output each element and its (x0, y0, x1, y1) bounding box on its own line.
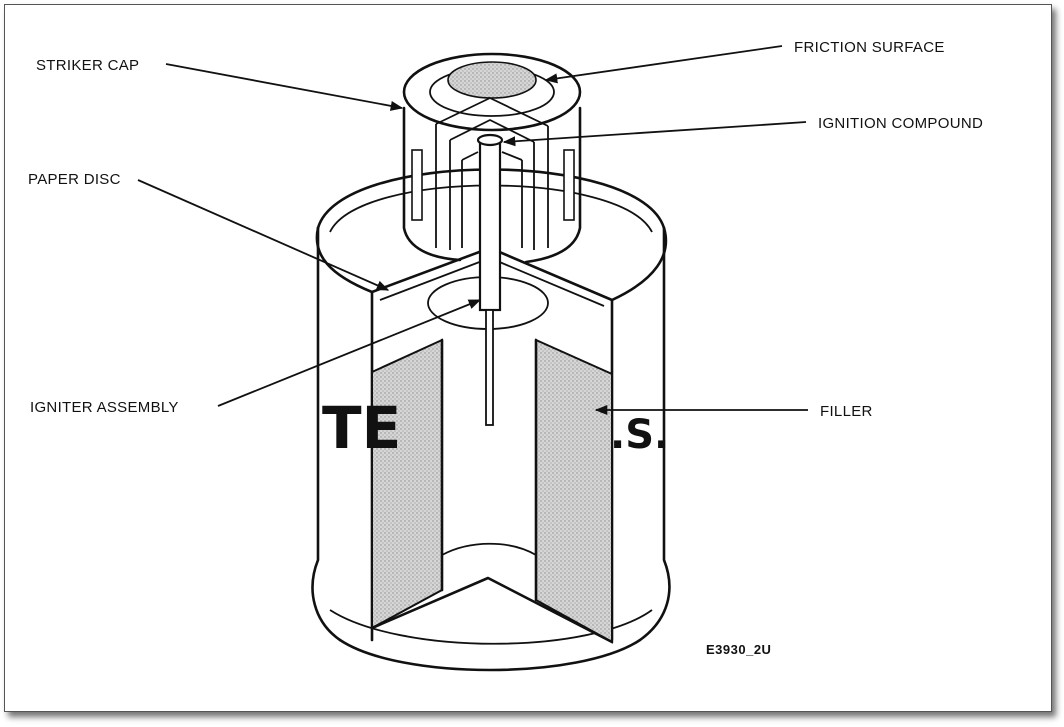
label-igniter-assembly: IGNITER ASSEMBLY (30, 399, 179, 416)
filler-left (371, 338, 443, 630)
body-stencil-right: .S. (610, 412, 669, 458)
label-filler: FILLER (820, 403, 873, 420)
central-cavity (370, 338, 614, 644)
leader-ignition-compound (502, 121, 807, 147)
label-striker-cap: STRIKER CAP (36, 57, 139, 74)
label-ignition-compound: IGNITION COMPOUND (818, 115, 983, 132)
body-stencil-left: TE (322, 394, 401, 462)
leader-friction-surface (544, 45, 783, 84)
leader-striker-cap (165, 63, 404, 111)
figure-frame (4, 4, 1052, 712)
label-friction-surface: FRICTION SURFACE (794, 39, 945, 56)
label-paper-disc: PAPER DISC (28, 171, 121, 188)
figure-code: E3930_2U (706, 642, 771, 657)
leader-igniter-assembly (217, 299, 482, 407)
filler-right (535, 338, 613, 644)
igniter-assembly (476, 133, 504, 426)
striker-cap (402, 52, 582, 264)
leader-paper-disc (137, 179, 390, 291)
